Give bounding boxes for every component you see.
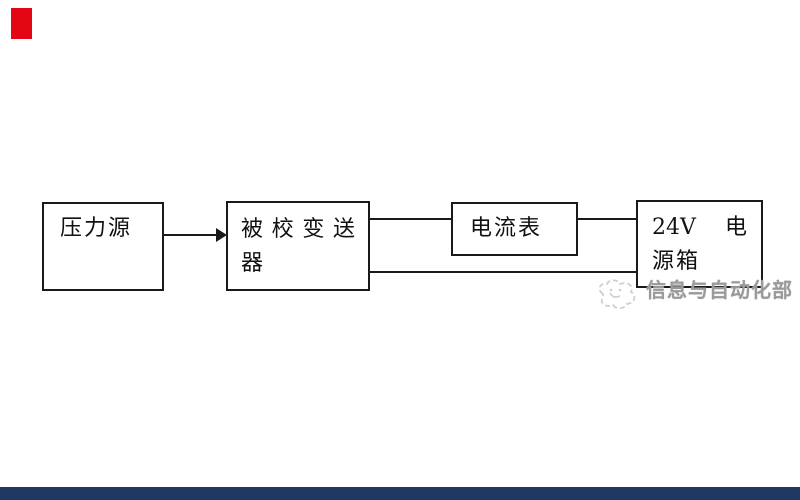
node-power-box-label-line2: 源箱 <box>652 249 701 274</box>
connector-pressure-to-transmitter <box>163 234 218 236</box>
node-ammeter-label: 电流表 <box>470 216 543 241</box>
red-corner-mark <box>11 8 32 39</box>
node-power-box: 24V 电 源箱 <box>636 200 763 288</box>
node-transmitter: 被校变送 器 <box>226 201 370 291</box>
node-pressure-source-label: 压力源 <box>60 216 133 241</box>
node-transmitter-label-line1: 被校变送 <box>241 217 355 242</box>
node-pressure-source: 压力源 <box>42 202 164 291</box>
node-transmitter-label-line2: 器 <box>241 251 264 276</box>
connector-ammeter-to-power <box>576 218 637 220</box>
connector-transmitter-to-ammeter <box>368 218 452 220</box>
bottom-bar <box>0 487 800 500</box>
flower-scribble-icon <box>598 279 636 310</box>
node-power-box-label-line1: 24V 电 <box>652 215 747 240</box>
watermark-text: 信息与自动化部 <box>646 278 793 302</box>
watermark: 信息与自动化部 <box>594 274 793 312</box>
node-ammeter: 电流表 <box>451 202 578 256</box>
connector-transmitter-to-power <box>368 271 637 273</box>
arrow-head-icon <box>216 228 227 242</box>
